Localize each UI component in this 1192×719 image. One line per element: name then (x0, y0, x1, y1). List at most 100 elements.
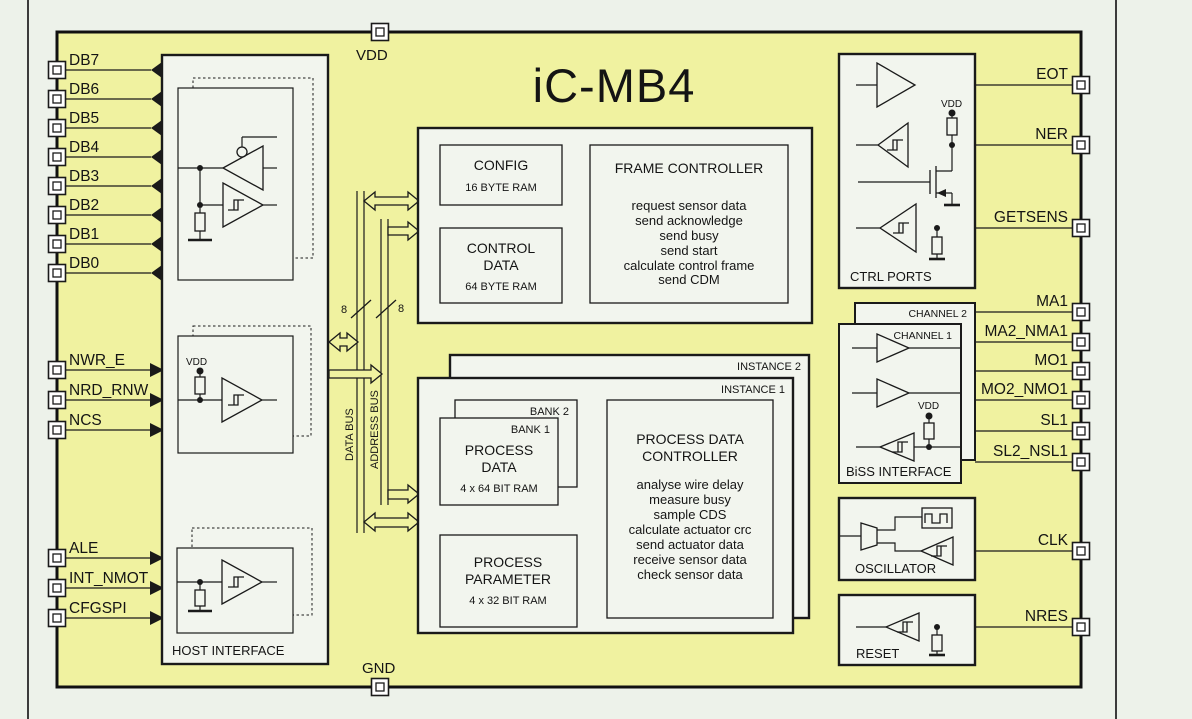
fc-function: send acknowledge (635, 213, 743, 228)
address-bus-width: 8 (398, 303, 404, 315)
pin-label-eot: EOT (1036, 66, 1068, 83)
pin-label-sl2-nsl1: SL2_NSL1 (993, 443, 1068, 460)
pdc-function: measure busy (649, 492, 731, 507)
bank-1-label: BANK 1 (511, 424, 550, 436)
config-title: CONFIG (474, 157, 528, 173)
fc-function: send start (660, 243, 717, 258)
pin-ner (1071, 135, 1091, 155)
left-pin-labels: DB7 DB6 DB5 DB4 DB3 DB2 DB1 DB0 NWR_E NR… (69, 52, 149, 617)
output-buffer-icon (876, 333, 911, 363)
pin-label-db3: DB3 (69, 168, 99, 185)
vdd-label: VDD (918, 401, 939, 412)
pdc-function: send actuator data (636, 537, 744, 552)
pin-label-gnd: GND (362, 660, 396, 677)
host-interface-block: HOST INTERFACE VDD (160, 53, 330, 666)
pin-db1 (47, 234, 67, 254)
pullup-resistor-icon (946, 117, 958, 136)
pin-label-getsens: GETSENS (994, 209, 1068, 226)
instance-blocks: INSTANCE 2 INSTANCE 1 BANK 2 BANK 1 PROC… (416, 353, 811, 635)
bus-arrow-right (387, 483, 421, 505)
bus-arrow-right (387, 220, 421, 242)
control-data-ram: 64 BYTE RAM (465, 281, 537, 293)
bus-width-slash (375, 299, 397, 319)
pin-gnd-bottom: GND (362, 660, 396, 697)
process-data-ram: 4 x 64 BIT RAM (460, 483, 537, 495)
bus-arrow-bidir (327, 331, 360, 353)
channel-2-label: CHANNEL 2 (908, 308, 967, 320)
pullup-resistor-icon (923, 422, 935, 440)
pin-label-db2: DB2 (69, 197, 99, 214)
pdc-function: check sensor data (637, 567, 743, 582)
pin-label-db1: DB1 (69, 226, 99, 243)
pulldown-resistor-icon (194, 212, 206, 232)
pin-label-ma1: MA1 (1036, 293, 1068, 310)
control-data-ram-box: CONTROL DATA 64 BYTE RAM (439, 227, 563, 304)
fc-function: request sensor data (632, 198, 748, 213)
oscillator-block: OSCILLATOR (837, 496, 977, 582)
output-buffer-icon (876, 61, 917, 109)
pin-label-db6: DB6 (69, 81, 99, 98)
process-parameter-title: PROCESS (474, 554, 542, 570)
pin-label-nwr-e: NWR_E (69, 352, 125, 369)
schmitt-input-icon (876, 121, 909, 169)
pin-sl1 (1071, 421, 1091, 441)
pin-db7 (47, 60, 67, 80)
vdd-label: VDD (186, 357, 207, 368)
pin-cfgspi (47, 608, 67, 628)
pin-ale (47, 548, 67, 568)
pin-nres (1071, 617, 1091, 637)
ctrl-ports-label: CTRL PORTS (850, 269, 932, 284)
reset-block: RESET (837, 593, 977, 667)
pin-db2 (47, 205, 67, 225)
chip-title: iC-MB4 (533, 59, 696, 112)
address-bus-label: ADDRESS BUS (369, 390, 381, 469)
bank-1-box (439, 417, 559, 506)
pin-label-db0: DB0 (69, 255, 100, 272)
instance-2-label: INSTANCE 2 (737, 361, 801, 373)
pin-db3 (47, 176, 67, 196)
process-data-controller-box: PROCESS DATA CONTROLLER analyse wire del… (606, 399, 774, 619)
open-drain-mosfet-icon (858, 145, 960, 207)
biss-interface-block: CHANNEL 2 CHANNEL 1 VDD BiSS INTERFACE (838, 302, 976, 484)
output-buffer-icon (876, 378, 911, 408)
reset-label: RESET (856, 646, 899, 661)
process-parameter-ram: 4 x 32 BIT RAM (469, 595, 546, 607)
pin-label-int-nmot: INT_NMOT (69, 570, 149, 587)
process-data-title2: DATA (481, 459, 517, 475)
pin-ncs (47, 420, 67, 440)
pin-label-db5: DB5 (69, 110, 99, 127)
ctrl-ports-block: CTRL PORTS VDD (837, 52, 977, 290)
pdc-function: sample CDS (654, 507, 727, 522)
bank-2-label: BANK 2 (530, 406, 569, 418)
fc-function: calculate control frame (624, 258, 755, 273)
process-data-title: PROCESS (465, 442, 533, 458)
pin-getsens (1071, 218, 1091, 238)
config-ram: 16 BYTE RAM (465, 182, 537, 194)
internal-buses: 8 8 DATA BUS ADDRESS BUS (327, 190, 421, 533)
pulldown-resistor-icon (194, 589, 206, 607)
schmitt-input-icon (221, 376, 264, 424)
pin-label-ncs: NCS (69, 412, 102, 429)
pin-int-nmot (47, 578, 67, 598)
pin-db6 (47, 89, 67, 109)
pin-label-vdd: VDD (356, 47, 388, 64)
pin-nwr-e (47, 360, 67, 380)
vdd-label: VDD (941, 99, 962, 110)
pdc-title: PROCESS DATA (636, 431, 744, 447)
data-bus-width: 8 (341, 304, 347, 316)
pin-vdd-top: VDD (356, 22, 390, 64)
control-data-title: CONTROL (467, 240, 536, 256)
pin-label-db4: DB4 (69, 139, 100, 156)
pin-nrd-rnw (47, 390, 67, 410)
pin-label-ale: ALE (69, 540, 98, 557)
memory-frame-controller-block: CONFIG 16 BYTE RAM CONTROL DATA 64 BYTE … (416, 126, 814, 325)
frame-controller-box: FRAME CONTROLLER request sensor data sen… (589, 144, 789, 304)
data-bus-label: DATA BUS (344, 408, 356, 461)
host-io-cell (177, 77, 314, 281)
pdc-function: analyse wire delay (637, 477, 744, 492)
pin-label-ner: NER (1035, 126, 1068, 143)
pdc-title2: CONTROLLER (642, 448, 738, 464)
pin-sl2-nsl1 (1071, 452, 1091, 472)
pin-eot (1071, 75, 1091, 95)
